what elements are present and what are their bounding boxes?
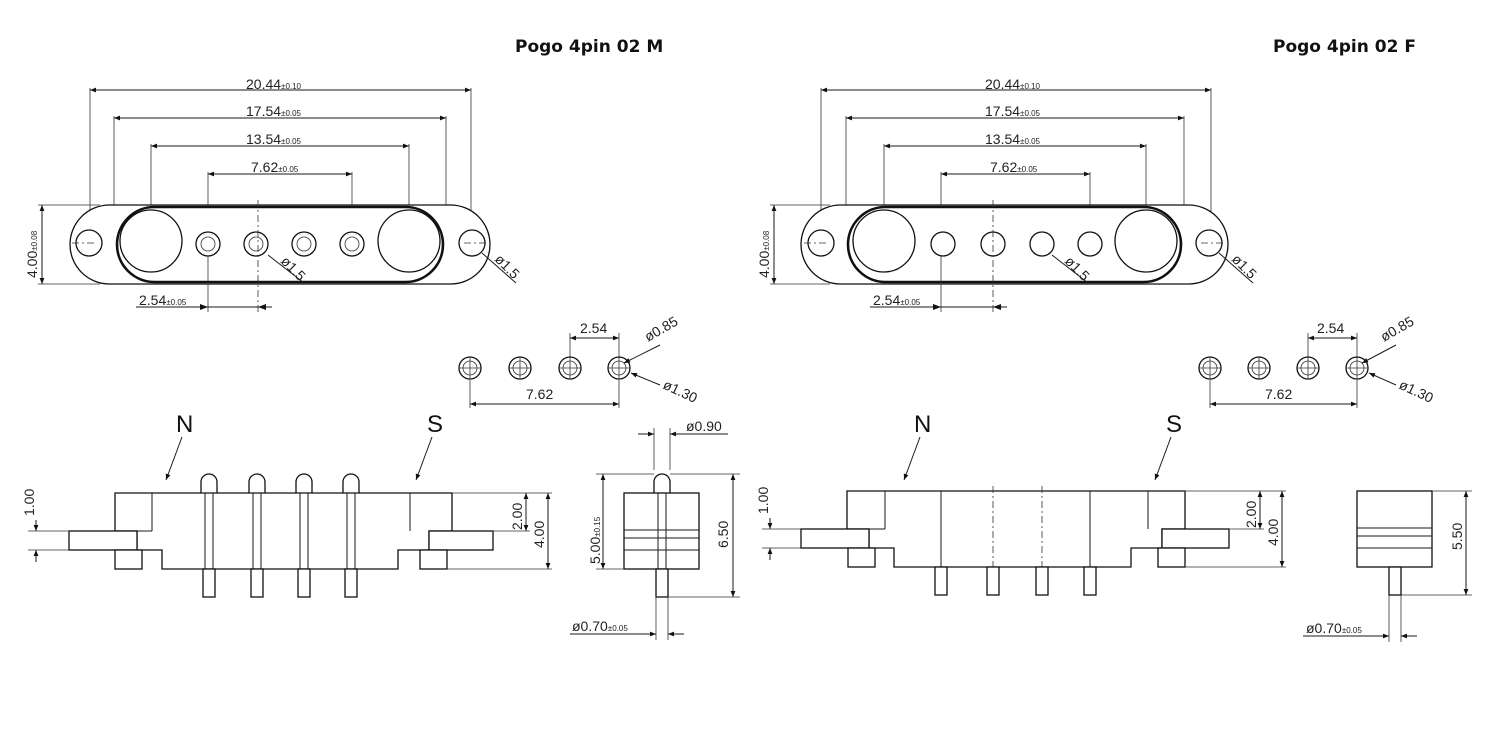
pin-pitch-label: 2.54 [580,320,607,336]
svg-text:17.54±0.05: 17.54±0.05 [246,103,302,119]
dim-1-00: 1.00 [755,487,771,514]
tolerance-text: ±0.05 [278,165,299,174]
dim-text: 17.54 [985,103,1020,119]
dim-text: ø0.70 [1306,620,1342,636]
tolerance-text: ±0.05 [281,109,302,118]
pin-circle [1296,356,1320,380]
tolerance-text: ±0.10 [281,82,302,91]
pin-circle [607,356,631,380]
dim-text: 4.00 [24,251,40,278]
svg-text:13.54±0.05: 13.54±0.05 [246,131,302,147]
svg-text:7.62±0.05: 7.62±0.05 [251,159,299,175]
tolerance-text: ±0.05 [900,298,921,307]
tolerance-text: ±0.05 [1342,626,1363,635]
pin-pitch-label: 2.54 [1317,320,1344,336]
flange-top-view: ø1.5 ø1.5 [69,200,523,312]
flange-top-view: ø1.5 ø1.5 [800,200,1260,312]
view-female: Pogo 4pin 02 F 20.44±0.10 17.54±0.05 13.… [755,37,1472,642]
dim-text: 7.62 [990,159,1017,175]
pin-outer-diameter: ø1.30 [661,376,700,406]
height-dimension: 4.00±0.08 [756,204,830,285]
diameter-label: ø1.5 [492,251,523,282]
pin-pattern-detail: 2.54 7.62 ø0.85 ø1.30 [1198,313,1436,408]
view-male: Pogo 4pin 02 M 20.44±0.10 17.54±0.05 13.… [21,37,740,640]
pin-pattern-detail: 2.54 7.62 ø0.85 ø1.30 [458,313,700,408]
pin-span-label: 7.62 [1265,386,1292,402]
dim-text: 20.44 [246,76,281,92]
pin-circle [558,356,582,380]
pin-span-label: 7.62 [526,386,553,402]
height-dimension: 4.00±0.08 [24,204,100,285]
pin-circle [458,356,482,380]
pin-inner-diameter: ø0.85 [1378,313,1417,345]
tolerance-text: ±0.08 [30,230,39,251]
pin-circle [508,356,532,380]
pin-outer-diameter: ø1.30 [1397,376,1436,406]
side-view: N S 1.00 [755,411,1286,596]
top-dimensions: 20.44±0.10 17.54±0.05 13.54±0.05 7.62±0.… [89,76,472,240]
svg-text:13.54±0.05: 13.54±0.05 [985,131,1041,147]
tolerance-text: ±0.10 [1020,82,1041,91]
svg-text:20.44±0.10: 20.44±0.10 [246,76,302,92]
tolerance-text: ±0.05 [1017,165,1038,174]
dim-text: 20.44 [985,76,1020,92]
tolerance-text: ±0.15 [593,516,602,537]
pin-circle [1198,356,1222,380]
dim-text: 2.54 [139,292,166,308]
svg-text:ø0.70±0.05: ø0.70±0.05 [572,618,628,634]
svg-text:2.54±0.05: 2.54±0.05 [873,292,921,308]
tolerance-text: ±0.08 [762,230,771,251]
label-n: N [914,411,931,438]
dim-text: 4.00 [756,251,772,278]
tolerance-text: ±0.05 [166,298,187,307]
diameter-label: ø1.5 [1229,251,1260,282]
dim-text: 13.54 [985,131,1020,147]
tolerance-text: ±0.05 [1020,109,1041,118]
pitch-dimension: 2.54±0.05 [136,256,272,312]
dim-2-00: 2.00 [1243,501,1259,528]
svg-text:4.00±0.08: 4.00±0.08 [24,230,40,278]
side-total-height: 5.50 [1449,523,1465,550]
dim-4-00: 4.00 [531,521,547,548]
svg-text:7.62±0.05: 7.62±0.05 [990,159,1038,175]
svg-text:17.54±0.05: 17.54±0.05 [985,103,1041,119]
side-top-diameter: ø0.90 [686,418,722,434]
label-s: S [1166,411,1182,438]
view-title: Pogo 4pin 02 M [515,37,663,57]
tolerance-text: ±0.05 [608,624,629,633]
svg-text:4.00±0.08: 4.00±0.08 [756,230,772,278]
dim-4-00: 4.00 [1265,519,1281,546]
dim-text: 17.54 [246,103,281,119]
dim-text: 2.54 [873,292,900,308]
pin-circle [1247,356,1271,380]
side-view: N S [21,411,552,598]
tolerance-text: ±0.05 [281,137,302,146]
dim-text: 7.62 [251,159,278,175]
dim-text: 13.54 [246,131,281,147]
dim-text: 5.00 [587,537,603,564]
end-view: ø0.90 5.00±0.15 6.50 ø0.70±0.05 [570,418,740,640]
view-title: Pogo 4pin 02 F [1273,37,1416,57]
tolerance-text: ±0.05 [1020,137,1041,146]
svg-text:ø0.70±0.05: ø0.70±0.05 [1306,620,1362,636]
svg-text:20.44±0.10: 20.44±0.10 [985,76,1041,92]
label-n: N [176,411,193,438]
pin-circle [1345,356,1369,380]
pin-inner-diameter: ø0.85 [642,313,681,345]
dim-text: ø0.70 [572,618,608,634]
label-s: S [427,411,443,438]
pitch-dimension: 2.54±0.05 [870,256,1007,312]
svg-text:2.54±0.05: 2.54±0.05 [139,292,187,308]
svg-text:5.00±0.15: 5.00±0.15 [587,516,603,564]
dim-1-00: 1.00 [21,489,37,516]
dim-2-00: 2.00 [509,503,525,530]
side-total-height: 6.50 [715,521,731,548]
end-view: 5.50 ø0.70±0.05 [1303,490,1472,642]
